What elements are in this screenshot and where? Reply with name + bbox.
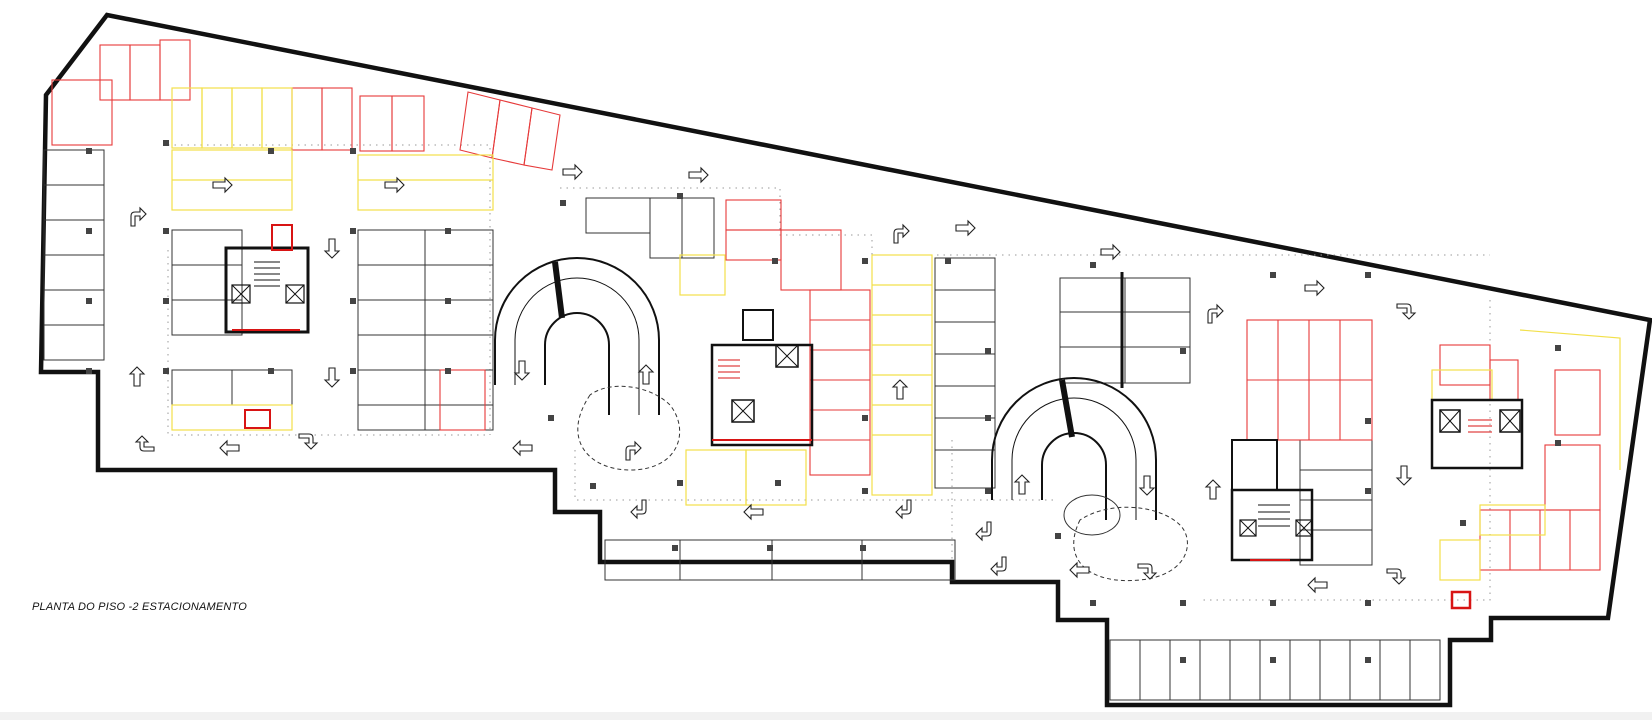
stair-core-middle [710, 309, 814, 447]
ramp-right [991, 377, 1188, 582]
stair-icon [1258, 504, 1290, 527]
middle-stalls-grey [585, 197, 1441, 701]
circulation-dotted-lines [167, 144, 1491, 601]
middle-stalls-yellow [679, 254, 933, 506]
left-stalls-yellow [171, 87, 494, 431]
stair-core-right [1430, 398, 1524, 470]
plan-caption: PLANTA DO PISO -2 ESTACIONAMENTO [32, 601, 248, 613]
structural-columns [86, 140, 1561, 663]
bottom-strip [0, 712, 1652, 720]
ramp-left [494, 257, 681, 471]
left-stalls-grey [43, 149, 494, 431]
elevator-icon [231, 284, 251, 304]
middle-stalls-red [725, 199, 1373, 476]
elevator-icon [1499, 409, 1521, 433]
elevator-icon [1295, 519, 1313, 537]
stair-core-left [224, 224, 310, 429]
elevator-icon [1239, 519, 1257, 537]
right-stalls-yellow [1431, 329, 1621, 581]
traffic-arrows [129, 164, 1416, 593]
right-stalls-red [1439, 344, 1601, 610]
stair-icon [718, 359, 740, 379]
stair-icon [254, 261, 280, 287]
left-stalls-red [51, 39, 561, 431]
elevator-icon [285, 284, 305, 304]
stair-core-right-center [1230, 439, 1314, 562]
stair-icon [1468, 419, 1492, 433]
perimeter-wall [38, 12, 1652, 708]
elevator-icon [1439, 409, 1461, 433]
